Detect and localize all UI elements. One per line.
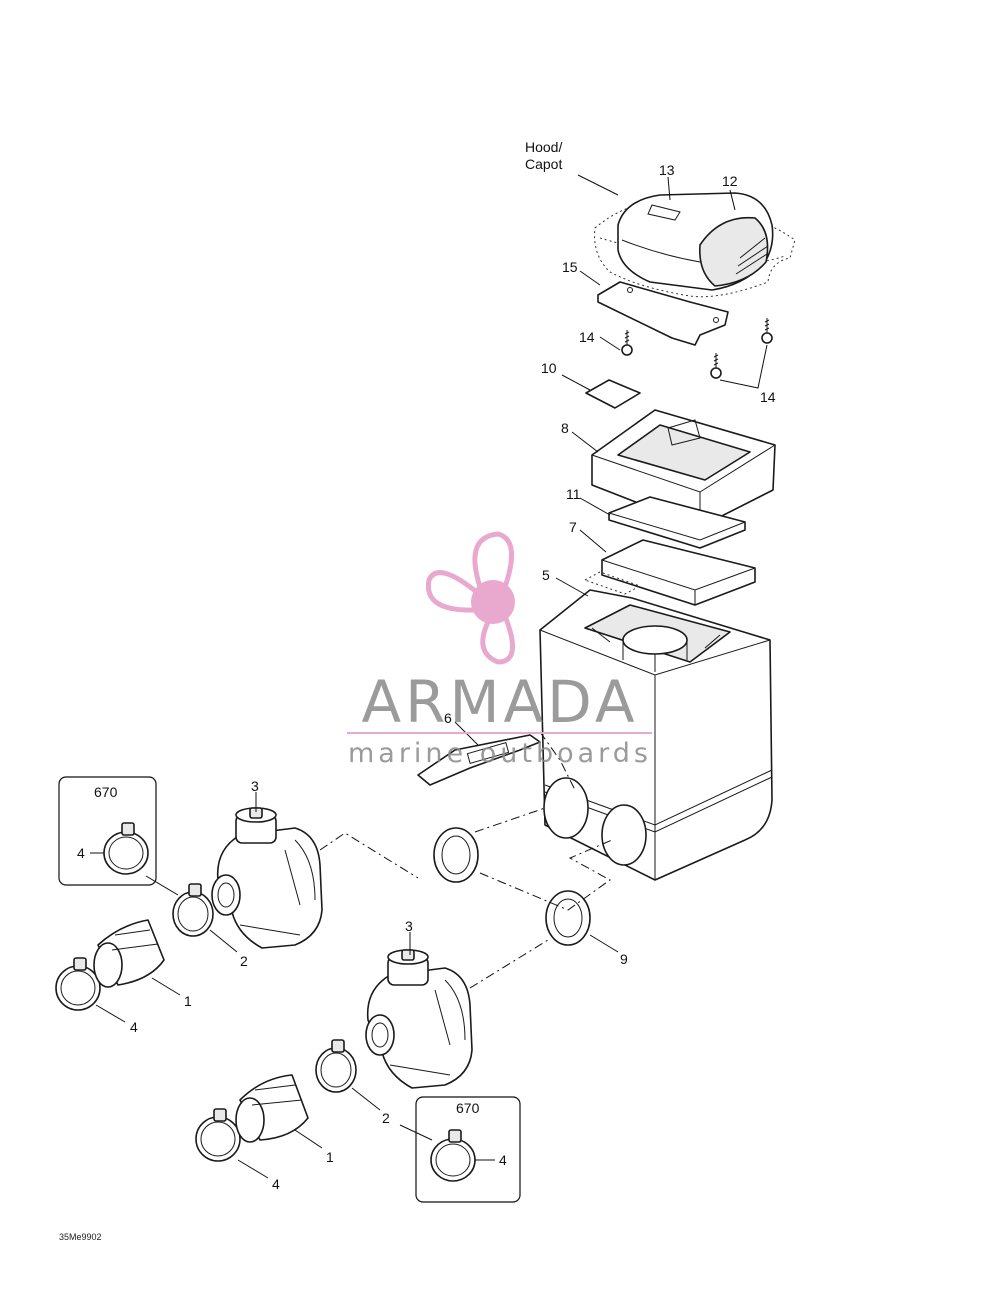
part-10-pad	[585, 379, 641, 409]
label-5: 5	[542, 567, 550, 583]
label-1-lower: 1	[326, 1149, 334, 1165]
label-inset-670-upper: 670	[94, 784, 118, 800]
part-9-grommets	[433, 827, 591, 946]
watermark: ARMADA marine outboards	[347, 531, 652, 769]
label-14-right: 14	[760, 389, 776, 405]
part-11-foam	[608, 496, 746, 549]
watermark-brand: ARMADA	[361, 668, 638, 736]
label-15: 15	[562, 259, 578, 275]
carburetor-upper	[211, 807, 323, 949]
label-4-bottom: 4	[272, 1176, 280, 1192]
label-6: 6	[444, 710, 452, 726]
label-2-upper: 2	[240, 953, 248, 969]
label-12: 12	[722, 173, 738, 189]
airbox-body	[539, 589, 773, 881]
label-11: 11	[566, 486, 581, 502]
label-9: 9	[620, 951, 628, 967]
label-10: 10	[541, 360, 557, 376]
inset-box-670-lower	[415, 1096, 521, 1203]
adaptor-sleeves	[93, 919, 309, 1143]
label-13: 13	[659, 162, 675, 178]
part-labels: Hood/ Capot 13 12 15 14 14 10 8 11 7 5 6…	[59, 139, 776, 1242]
label-inset-670-lower: 670	[456, 1100, 480, 1116]
label-7: 7	[569, 519, 577, 535]
label-2-lower: 2	[382, 1110, 390, 1126]
propeller-logo	[425, 531, 516, 665]
watermark-tagline: marine outboards	[348, 738, 652, 769]
air-intake-cover	[617, 192, 774, 291]
figure-code: 35Me9902	[59, 1232, 102, 1242]
label-4-inset-lower: 4	[499, 1152, 507, 1168]
part-7-tray	[601, 539, 756, 606]
label-4-left: 4	[130, 1019, 138, 1035]
label-3-upper: 3	[251, 778, 259, 794]
label-capot: Capot	[525, 156, 562, 172]
clamps	[55, 822, 476, 1182]
label-3-lower: 3	[405, 918, 413, 934]
label-4-inset-upper: 4	[77, 845, 85, 861]
carburetor-lower	[365, 949, 473, 1089]
part-15-plate	[597, 281, 729, 346]
part-5-strip	[583, 571, 642, 595]
alignment-lines	[319, 731, 613, 989]
part-14-screws	[621, 318, 773, 379]
label-hood: Hood/	[525, 139, 562, 155]
label-8: 8	[561, 420, 569, 436]
part-6-bracket	[417, 734, 541, 786]
leader-lines	[90, 174, 768, 1179]
label-1-upper: 1	[184, 993, 192, 1009]
part-8-frame	[591, 409, 776, 528]
label-14-left: 14	[579, 329, 595, 345]
inset-box-670-upper	[58, 776, 157, 886]
